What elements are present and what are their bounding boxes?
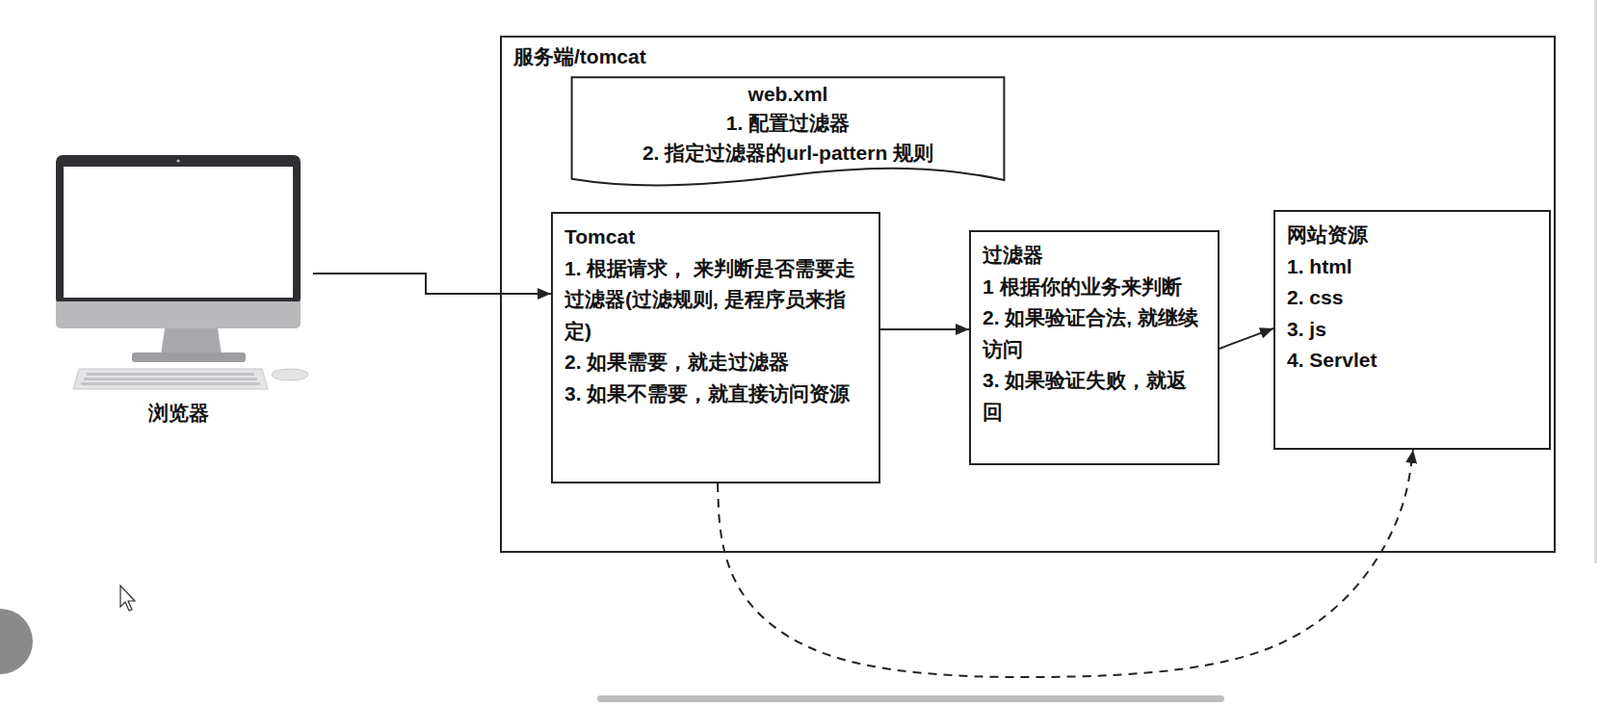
server-boundary: 服务端/tomcatweb.xml1. 配置过滤器2. 指定过滤器的url-pa… [499,35,1556,553]
node-text: 2. 如果需要，就走过滤器 [564,346,867,379]
monitor-neck [160,328,222,355]
node-heading: Tomcat [564,221,867,254]
node-text: 1. 配置过滤器 [580,108,996,138]
mouse-cursor [120,585,135,611]
filter-box: 过滤器1 根据你的业务来判断2. 如果验证合法, 就继续访问3. 如果验证失败，… [969,230,1220,466]
node-text: 3. 如果验证失败，就返回 [982,365,1207,428]
keyboard-keys [80,372,261,386]
document-border [572,77,1005,185]
flow-arrow [880,328,970,331]
monitor-chin [55,301,301,329]
monitor-screen [63,166,293,298]
monitor-bezel [55,155,301,306]
camera-dot [176,158,180,162]
node-text: 4. Servlet [1286,344,1538,377]
player-button [0,608,33,675]
bypass-arrow [717,449,1414,678]
monitor-base [131,352,246,363]
node-heading: web.xml [580,79,996,109]
monitor-illustration [55,155,309,390]
keyboard [73,368,268,390]
node-heading: 网站资源 [1286,219,1538,252]
node-text: 2. 如果验证合法, 就继续访问 [982,302,1207,366]
config-document: web.xml1. 配置过滤器2. 指定过滤器的url-pattern 规则 [567,76,1009,189]
scrollbar [597,695,1225,703]
node-text: 2. css [1286,282,1538,315]
node-text: 浏览器 [55,397,301,430]
flow-arrow [1219,328,1274,349]
node-text: 3. js [1286,314,1538,346]
resource-box: 网站资源1. html2. css3. js4. Servlet [1273,209,1551,450]
node-text: 2. 指定过滤器的url-pattern 规则 [580,138,996,168]
node-text: 1 根据你的业务来判断 [982,271,1207,304]
node-text: 1. html [1286,251,1538,284]
node-text: 服务端/tomcat [513,41,1543,74]
side-bar [1594,0,1598,564]
flow-arrow [313,273,551,294]
mouse [271,368,309,381]
browser-node: 浏览器 [55,155,301,435]
node-text: 3. 如果不需要，就直接访问资源 [564,378,867,411]
process-box: Tomcat1. 根据请求， 来判断是否需要走过滤器(过滤规则, 是程序员来指定… [550,211,881,484]
node-heading: 过滤器 [982,239,1207,272]
node-text: 1. 根据请求， 来判断是否需要走过滤器(过滤规则, 是程序员来指定) [564,253,867,348]
